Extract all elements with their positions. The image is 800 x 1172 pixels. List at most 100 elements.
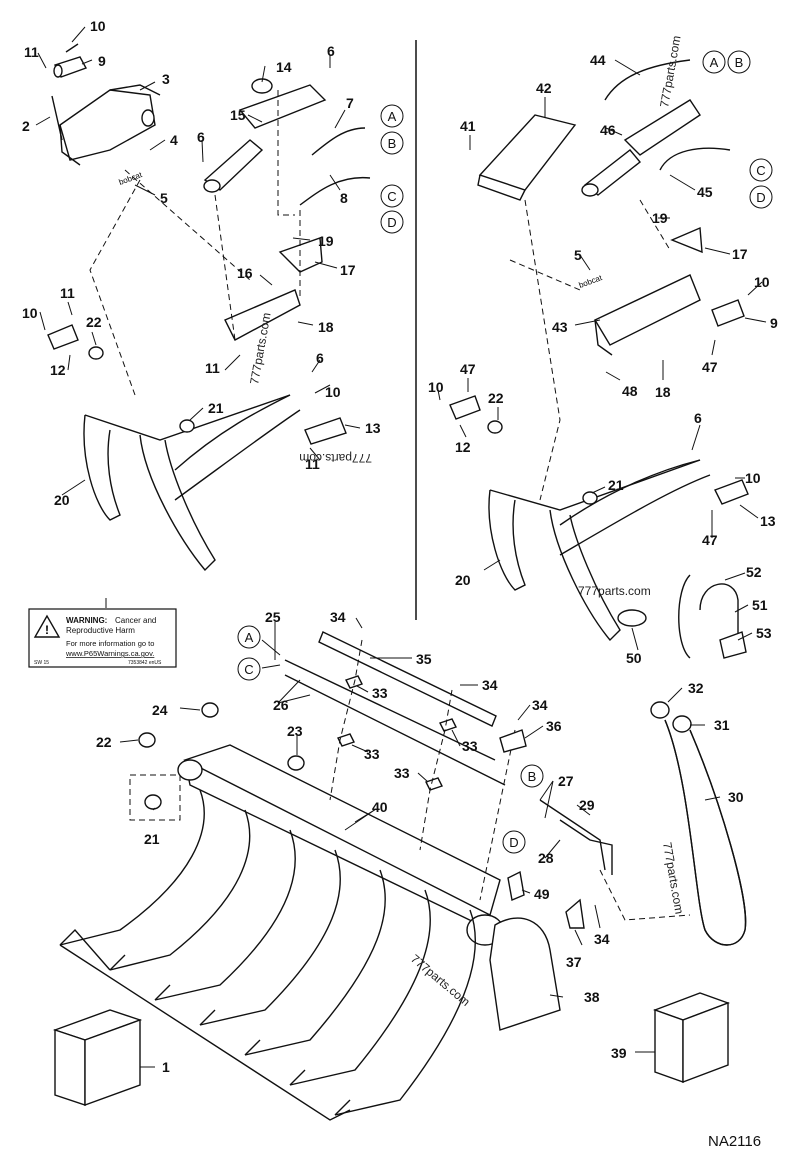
- callout-31: 31: [714, 717, 730, 733]
- callout-47c: 47: [702, 532, 718, 548]
- callout-10f: 10: [745, 470, 761, 486]
- cover-42: [477, 114, 577, 201]
- svg-text:!: !: [45, 623, 49, 637]
- callout-50: 50: [626, 650, 642, 666]
- clip-37: [565, 898, 585, 929]
- svg-text:B: B: [528, 769, 537, 784]
- cylinder-left-15: [203, 78, 327, 193]
- callout-6d: 6: [694, 410, 702, 426]
- callout-34: 34: [330, 609, 346, 625]
- callout-52: 52: [746, 564, 762, 580]
- callout-32: 32: [688, 680, 704, 696]
- callout-34c: 34: [532, 697, 548, 713]
- bushing-23: [287, 755, 305, 771]
- callout-33: 33: [372, 685, 388, 701]
- watermark-5: 777parts.com: [660, 841, 686, 915]
- pin-left-9: [53, 56, 88, 78]
- bushing-24: [201, 702, 219, 718]
- warning-triangle-icon: [33, 614, 61, 638]
- callout-3: 3: [162, 71, 170, 87]
- svg-text:D: D: [387, 215, 396, 230]
- callout-4: 4: [170, 132, 178, 148]
- callout-15: 15: [230, 107, 246, 123]
- kit-box-1: [52, 1009, 143, 1106]
- svg-text:C: C: [244, 662, 253, 677]
- fitting-49: [507, 870, 525, 901]
- fitting-32: [650, 701, 670, 719]
- callout-45: 45: [697, 184, 713, 200]
- lock-bracket-50-53: [617, 574, 747, 659]
- svg-text:B: B: [388, 136, 397, 151]
- svg-text:A: A: [388, 109, 397, 124]
- callout-1: 1: [162, 1059, 170, 1075]
- callout-18: 18: [318, 319, 334, 335]
- callout-19: 19: [318, 233, 334, 249]
- pads-33: [337, 675, 457, 791]
- callout-9b: 9: [770, 315, 778, 331]
- callout-21b: 21: [608, 477, 624, 493]
- callout-19b: 19: [652, 210, 668, 226]
- warning-line1: Cancer and: [115, 616, 156, 625]
- callout-33c: 33: [364, 746, 380, 762]
- callout-numbers: 10 11 9 3 2 4 5 6 14 15 6 7 8 19 17 16 1…: [22, 18, 778, 1075]
- svg-text:D: D: [756, 190, 765, 205]
- callout-34b: 34: [482, 677, 498, 693]
- callout-35: 35: [416, 651, 432, 667]
- callout-47b: 47: [460, 361, 476, 377]
- hose-right-45: [659, 147, 731, 171]
- callout-24: 24: [152, 702, 168, 718]
- warning-line2: Reproductive Harm: [66, 626, 135, 635]
- callout-10e: 10: [428, 379, 444, 395]
- warning-footer-left: SW 15: [34, 660, 49, 666]
- callout-6c: 6: [316, 350, 324, 366]
- warning-footer-right: 7353842 enUS: [128, 660, 162, 666]
- warning-line3: For more information go to: [66, 639, 154, 648]
- svg-text:A: A: [710, 55, 719, 70]
- callout-21: 21: [208, 400, 224, 416]
- hose-left-8: [299, 176, 371, 206]
- grapple-arm-right: [449, 395, 749, 642]
- decal-5-left: bobcat: [118, 170, 144, 187]
- callout-22: 22: [86, 314, 102, 330]
- callout-11b: 11: [205, 360, 220, 376]
- callout-21c: 21: [144, 831, 160, 847]
- callout-39: 39: [611, 1045, 627, 1061]
- callout-33d: 33: [394, 765, 410, 781]
- callout-10c: 10: [325, 384, 341, 400]
- callout-20: 20: [54, 492, 70, 508]
- rod-35: [318, 631, 497, 727]
- callout-10b: 10: [22, 305, 38, 321]
- callout-10d: 10: [754, 274, 770, 290]
- warning-label: ! WARNING: Cancer and Reproductive Harm …: [28, 608, 177, 668]
- callout-22b: 22: [488, 390, 504, 406]
- svg-text:A: A: [245, 630, 254, 645]
- grapple-frame-40: [177, 744, 504, 946]
- fitting-31: [672, 715, 692, 733]
- callout-12b: 12: [455, 439, 471, 455]
- callout-49: 49: [534, 886, 550, 902]
- callout-9: 9: [98, 53, 106, 69]
- callout-37: 37: [566, 954, 582, 970]
- callout-42: 42: [536, 80, 552, 96]
- callout-23: 23: [287, 723, 303, 739]
- bushing-21: [144, 794, 162, 810]
- clip-36: [499, 729, 527, 753]
- decal-5-right: bobcat: [578, 273, 604, 290]
- callout-7: 7: [346, 95, 354, 111]
- bushing-22: [138, 732, 156, 748]
- callout-16: 16: [237, 265, 253, 281]
- svg-text:D: D: [509, 835, 518, 850]
- callout-34d: 34: [594, 931, 610, 947]
- callout-36: 36: [546, 718, 562, 734]
- callout-29: 29: [579, 797, 595, 813]
- connector-circles: A B C D A B C D A C B D: [237, 50, 773, 854]
- callout-47: 47: [702, 359, 718, 375]
- mount-plate-right-43: [594, 274, 701, 356]
- svg-text:C: C: [387, 189, 396, 204]
- callout-38: 38: [584, 989, 600, 1005]
- callout-33b: 33: [462, 738, 478, 754]
- callout-17: 17: [340, 262, 356, 278]
- callout-13: 13: [365, 420, 381, 436]
- callout-27: 27: [558, 773, 574, 789]
- callout-11: 11: [24, 44, 39, 60]
